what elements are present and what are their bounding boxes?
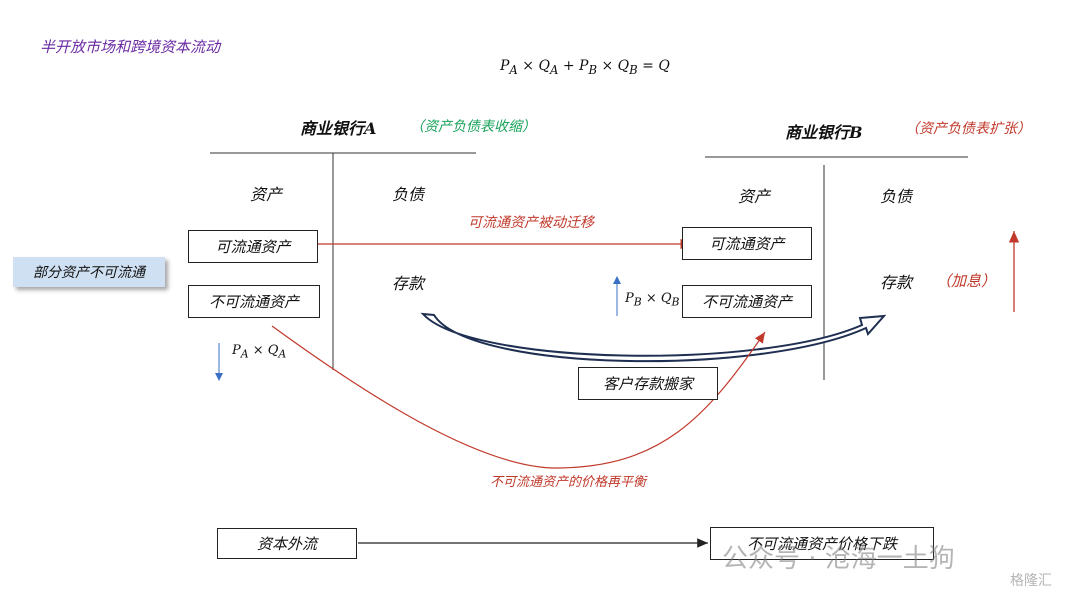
bank-b-deposit: 存款 — [880, 273, 913, 292]
bank-a-liquid-asset: 可流通资产 — [188, 230, 318, 263]
bank-a-note: （资产负债表收缩） — [410, 119, 536, 135]
rebalance-curve — [271, 325, 766, 469]
passive-migration-label: 可流通资产被动迁移 — [468, 215, 594, 231]
bank-b-note: （资产负债表扩张） — [905, 121, 1031, 137]
bank-a-pq-label: PA × QA — [232, 343, 287, 361]
bank-b-pq-label: PB × QB — [625, 291, 680, 309]
price-drop-box: 不可流通资产价格下跌 — [710, 527, 934, 560]
bank-b-rate-hike-note: （加息） — [936, 272, 997, 290]
bank-a-deposit: 存款 — [392, 274, 425, 293]
deposit-move-arrow — [420, 312, 887, 363]
bank-b-liquid-asset: 可流通资产 — [682, 227, 812, 260]
balance-formula: PA × QA + PB × QB = Q — [500, 58, 670, 77]
bank-a-assets-header: 资产 — [250, 185, 283, 204]
rebalance-label: 不可流通资产的价格再平衡 — [490, 475, 647, 490]
watermark-text: 公众号 · 沧海一土狗 — [722, 544, 955, 574]
formula-text: PA × QA + PB × QB = Q — [500, 58, 670, 77]
bank-a-illiquid-asset: 不可流通资产 — [188, 285, 320, 318]
watermark-logo: 格隆汇 — [1010, 573, 1052, 589]
bank-b-illiquid-asset: 不可流通资产 — [682, 285, 812, 318]
bank-a-name: 商业银行A — [300, 119, 377, 138]
capital-outflow-box: 资本外流 — [217, 528, 357, 559]
bank-b-name: 商业银行B — [785, 123, 863, 142]
side-label-box: 部分资产不可流通 — [13, 257, 165, 287]
bank-b-liabilities-header: 负债 — [880, 187, 913, 206]
bank-b-assets-header: 资产 — [738, 187, 771, 206]
customer-deposit-move-box: 客户存款搬家 — [578, 367, 718, 400]
page-title: 半开放市场和跨境资本流动 — [40, 38, 221, 56]
bank-a-liabilities-header: 负债 — [392, 185, 425, 204]
